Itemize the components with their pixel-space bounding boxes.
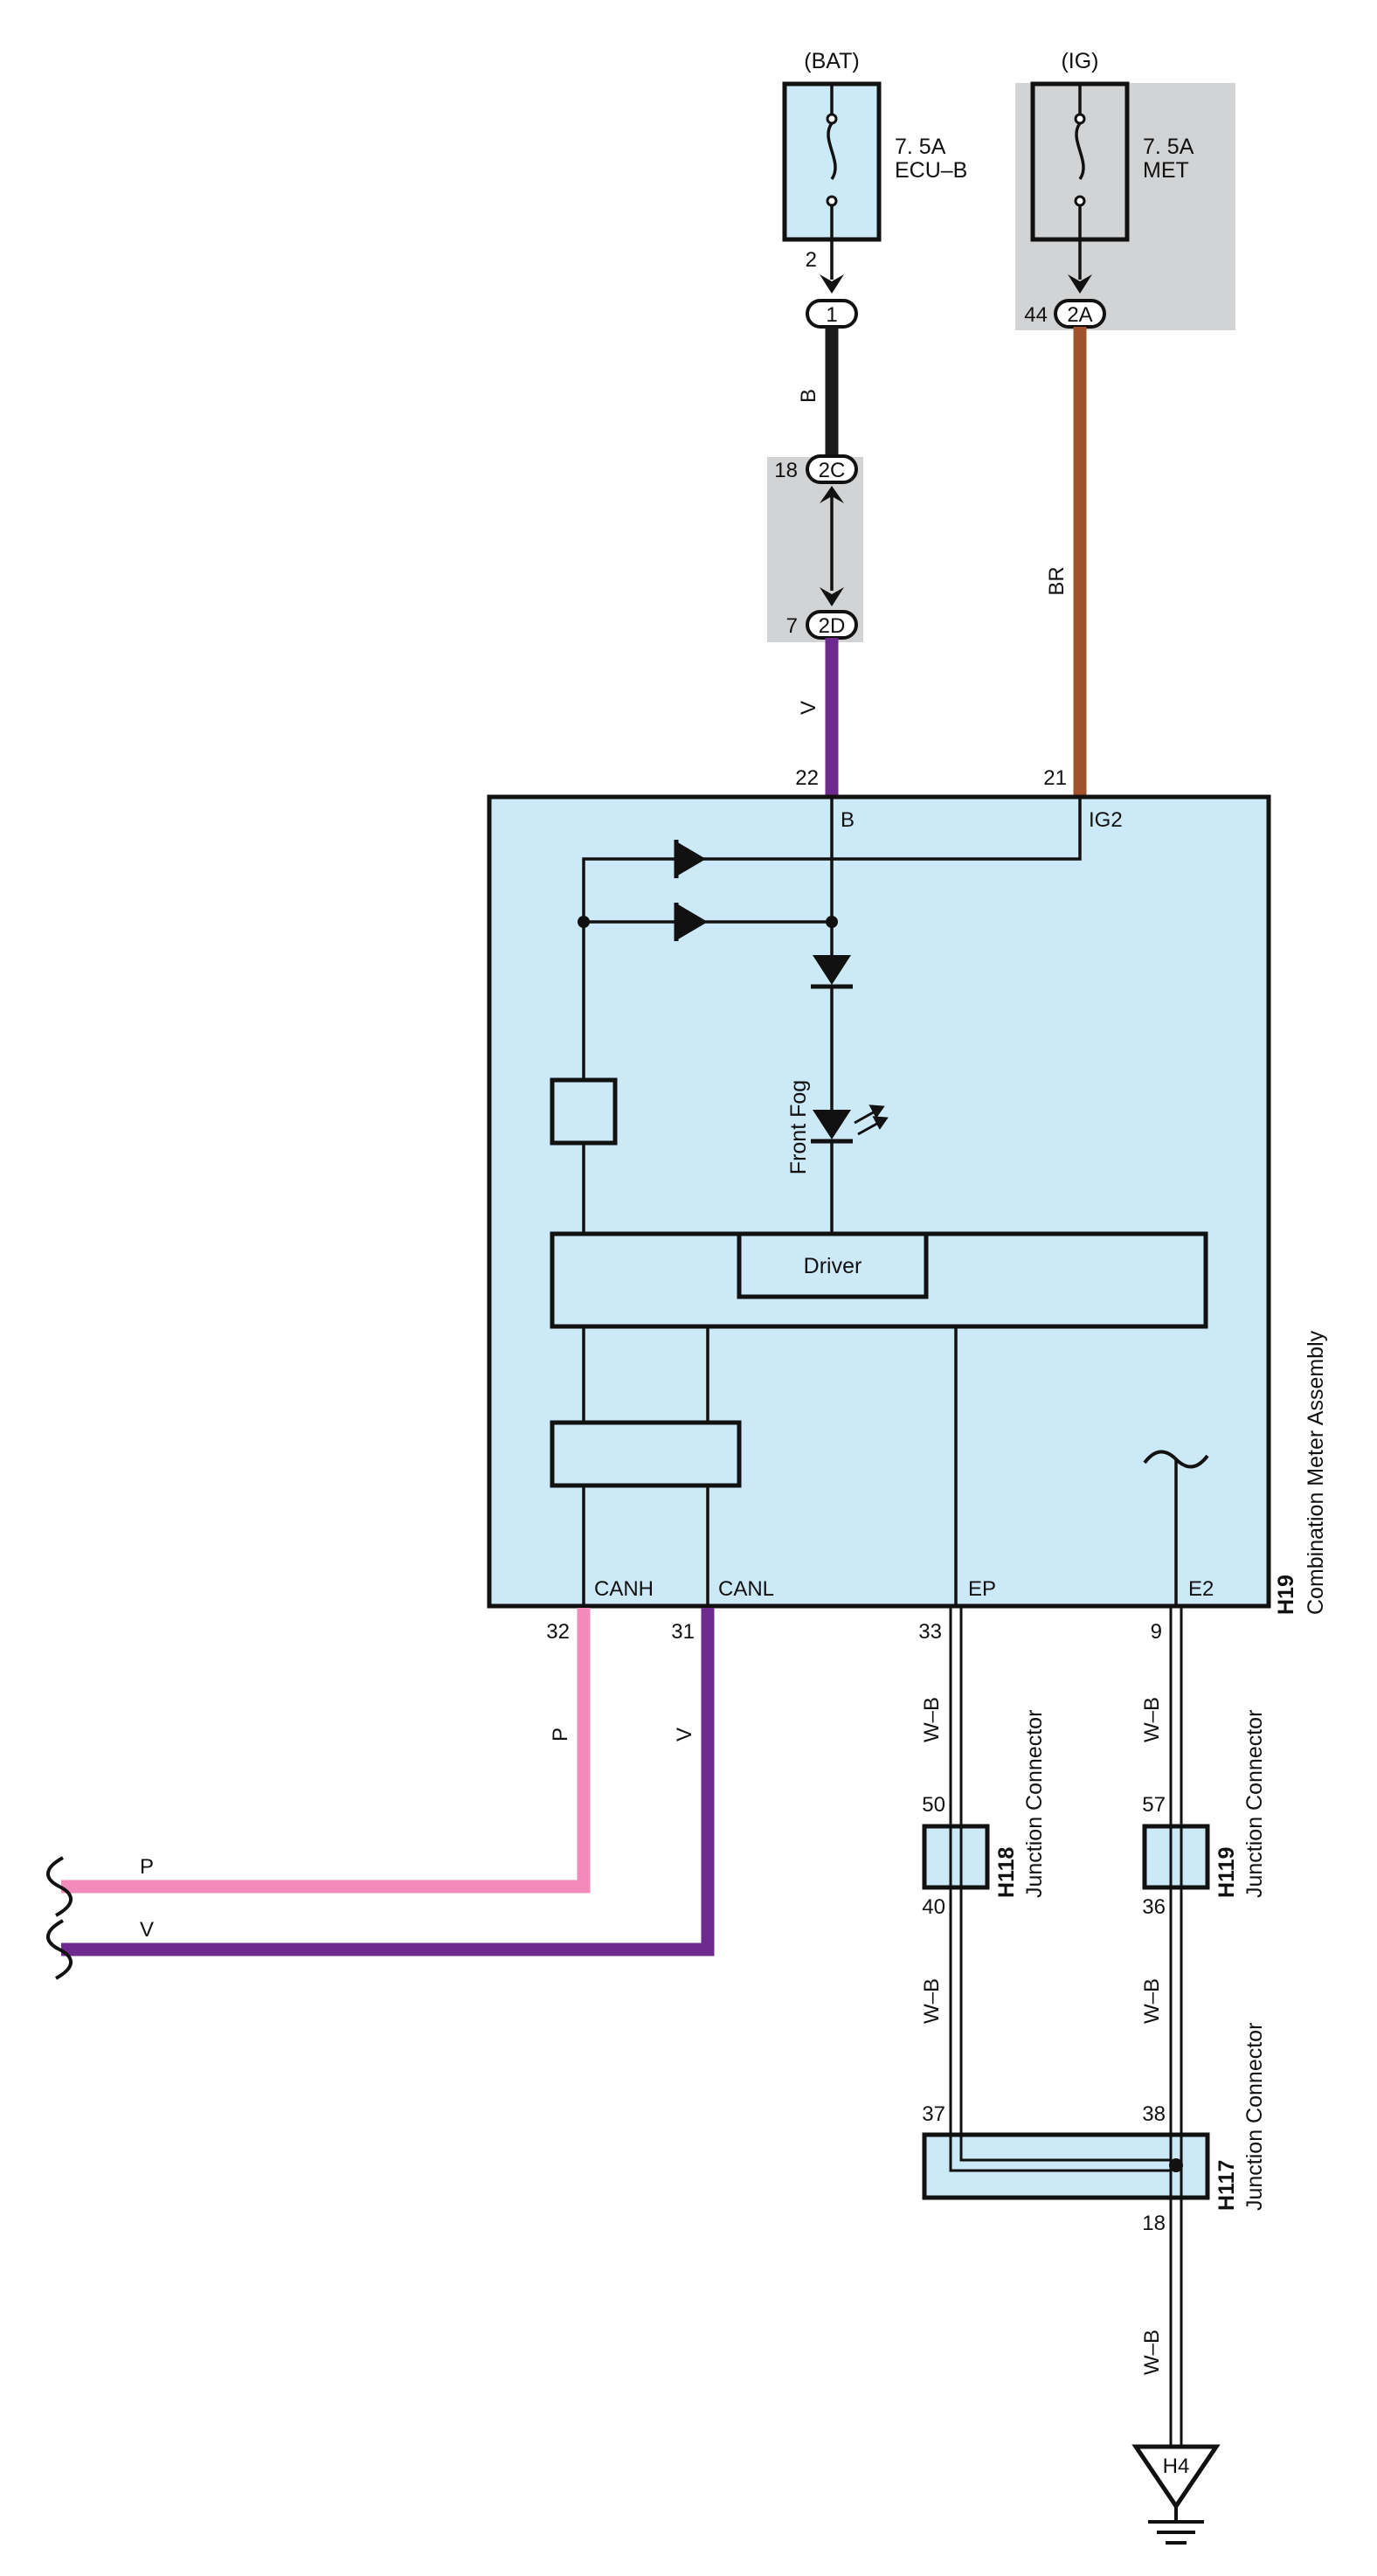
meter-term-ig2: IG2 — [1089, 808, 1123, 832]
ep-pin: 33 — [918, 1620, 942, 1644]
wire-wb-9-label: W–B — [1140, 1697, 1164, 1742]
ig-connector-pin: 2A — [1067, 303, 1092, 327]
wire-b-label: B — [797, 389, 820, 403]
wire-wb-18-label: W–B — [1140, 2330, 1164, 2375]
meter-code: H19 — [1274, 1575, 1298, 1615]
wave-break-icon — [46, 1919, 73, 1980]
meter-pin-ig2: 21 — [1043, 766, 1067, 790]
h119-code: H119 — [1214, 1847, 1239, 1898]
jb-lower-label: 2D — [819, 614, 846, 638]
bat-fuse — [782, 81, 882, 242]
jb-upper-label: 2C — [819, 459, 846, 482]
h118-name: Junction Connector — [1022, 1710, 1047, 1898]
h119-connector — [1142, 1824, 1210, 1890]
jb-lower-pin: 7 — [786, 614, 798, 638]
meter-term-b: B — [841, 808, 855, 832]
wire-v-can — [61, 1608, 715, 1956]
e2-pin: 9 — [1151, 1620, 1162, 1644]
wire-v-can-label: V — [673, 1728, 696, 1742]
jb-upper-pin: 18 — [774, 459, 798, 482]
h118-connector — [922, 1824, 990, 1890]
wire-wb-40-label: W–B — [920, 1978, 944, 2024]
h119-name: Junction Connector — [1242, 1710, 1267, 1898]
wire-v-out-label: V — [140, 1918, 154, 1942]
bat-pin-in: 2 — [806, 248, 817, 272]
driver-box — [737, 1231, 929, 1299]
meter-term-ep: EP — [968, 1577, 996, 1601]
meter-term-canh: CANH — [594, 1577, 654, 1601]
ground-icon — [1131, 2444, 1221, 2510]
wire-p — [61, 1608, 591, 1894]
canl-pin: 31 — [671, 1620, 695, 1644]
jb-upper-connector — [806, 454, 858, 484]
h117-pin-bottom: 18 — [1142, 2212, 1166, 2235]
ig-fuse-rating: 7. 5A — [1143, 135, 1194, 159]
led-icon — [813, 1110, 851, 1139]
h117-pin-left: 37 — [922, 2102, 945, 2126]
ground-label: H4 — [1163, 2455, 1190, 2478]
wire-v-top-label: V — [797, 701, 820, 715]
wire-br-label: BR — [1045, 566, 1069, 595]
h119-pin-top: 57 — [1142, 1793, 1166, 1817]
h117-pin-right: 38 — [1142, 2102, 1166, 2126]
bat-arrow — [820, 274, 844, 294]
wire-wb-33-label: W–B — [920, 1697, 944, 1742]
wire-p-out-label: P — [140, 1855, 154, 1879]
canh-pin: 32 — [546, 1620, 570, 1644]
meter-term-e2: E2 — [1188, 1577, 1214, 1601]
meter-internal-circuit — [550, 797, 1209, 1606]
meter-term-canl: CANL — [718, 1577, 774, 1601]
diode-icon — [676, 841, 706, 876]
ground-wire — [1169, 2198, 1183, 2447]
ig-fuse-name: MET — [1143, 158, 1189, 183]
diode-icon — [678, 904, 708, 939]
bat-source-label: (BAT) — [804, 49, 859, 73]
h118-code: H118 — [994, 1847, 1019, 1898]
bat-connector-pin: 1 — [826, 303, 837, 327]
h117-name: Junction Connector — [1242, 2023, 1267, 2211]
front-fog-label: Front Fog — [786, 1080, 811, 1174]
wire-p-label: P — [549, 1728, 572, 1742]
diode-icon — [813, 955, 851, 985]
wave-break-icon — [46, 1856, 73, 1917]
meter-name: Combination Meter Assembly — [1304, 1330, 1328, 1615]
h119-pin-bottom: 36 — [1142, 1895, 1166, 1919]
wire-wb-36-label: W–B — [1140, 1978, 1164, 2024]
bat-fuse-name: ECU–B — [895, 158, 967, 183]
ig-source-label: (IG) — [1061, 49, 1098, 73]
ig-fuse — [1030, 81, 1130, 242]
ig-pin-in: 44 — [1024, 303, 1048, 327]
h117-code: H117 — [1214, 2160, 1239, 2211]
h118-pin-bottom: 40 — [922, 1895, 945, 1919]
h118-pin-top: 50 — [922, 1793, 945, 1817]
ep-wire — [949, 1608, 963, 2135]
e2-wire — [1169, 1608, 1183, 2135]
h117-connector — [922, 2132, 1210, 2200]
driver-label: Driver — [804, 1254, 862, 1278]
meter-pin-b: 22 — [795, 766, 819, 790]
bat-fuse-rating: 7. 5A — [895, 135, 946, 159]
